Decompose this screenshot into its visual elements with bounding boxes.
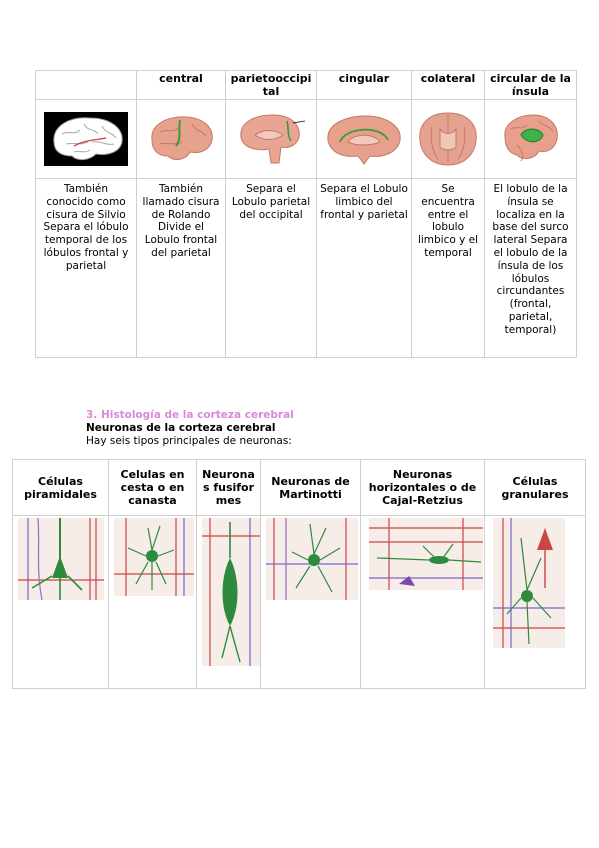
image-cell-lateral bbox=[35, 99, 137, 179]
brain-insula-image bbox=[503, 114, 558, 162]
header-piramidales: Células piramidales bbox=[12, 459, 109, 516]
description-colateral: Se encuentra entre el lobulo limbico y e… bbox=[411, 178, 485, 358]
granular-cell-image bbox=[493, 518, 565, 648]
fusiform-neuron-image bbox=[202, 518, 260, 666]
section-title: 3. Histología de la corteza cerebral bbox=[86, 409, 294, 421]
image-cell-cesta bbox=[108, 515, 197, 689]
header-blank bbox=[35, 70, 137, 100]
brain-medial-parietooccipital-image bbox=[240, 114, 306, 164]
header-central: central bbox=[136, 70, 226, 100]
description-cingular: Separa el Lobulo limbico del frontal y p… bbox=[316, 178, 412, 358]
neuron-image-row bbox=[12, 515, 586, 689]
image-cell-piramidal bbox=[12, 515, 109, 689]
header-circular-insula: circular de la ínsula bbox=[484, 70, 577, 100]
sulci-image-row bbox=[35, 99, 577, 179]
description-lateral: También conocido como cisura de Silvio S… bbox=[35, 178, 137, 358]
neuron-table: Células piramidales Celulas en cesta o e… bbox=[12, 459, 586, 689]
description-insula: El lobulo de la ínsula se localiza en la… bbox=[484, 178, 577, 358]
header-cajal-retzius: Neuronas horizontales o de Cajal-Retzius bbox=[360, 459, 485, 516]
image-cell-cajal-retzius bbox=[360, 515, 485, 689]
header-colateral: colateral bbox=[411, 70, 485, 100]
brain-drawing-lateral-image bbox=[44, 112, 128, 166]
header-martinotti: Neuronas de Martinotti bbox=[260, 459, 361, 516]
image-cell-insula bbox=[484, 99, 577, 179]
image-cell-central bbox=[136, 99, 226, 179]
basket-cell-image bbox=[114, 518, 194, 596]
header-fusiformes: Neuronas fusiformes bbox=[196, 459, 261, 516]
image-cell-colateral bbox=[411, 99, 485, 179]
neuron-header-row: Células piramidales Celulas en cesta o e… bbox=[12, 459, 586, 516]
image-cell-fusiforme bbox=[196, 515, 261, 689]
sulci-header-row: central parietooccipi tal cingular colat… bbox=[35, 70, 577, 100]
image-cell-cingular bbox=[316, 99, 412, 179]
image-cell-martinotti bbox=[260, 515, 361, 689]
sulci-table: central parietooccipi tal cingular colat… bbox=[35, 70, 577, 358]
brain-inferior-collateral-image bbox=[419, 112, 477, 166]
pyramidal-cell-image bbox=[18, 518, 104, 600]
brain-lateral-central-sulcus-image bbox=[151, 116, 213, 160]
description-parietooccipital: Separa el Lobulo parietal del occipital bbox=[225, 178, 317, 358]
sulci-description-row: También conocido como cisura de Silvio S… bbox=[35, 178, 577, 358]
header-cesta: Celulas en cesta o en canasta bbox=[108, 459, 197, 516]
section-intro: Hay seis tipos principales de neuronas: bbox=[86, 435, 292, 447]
header-cingular: cingular bbox=[316, 70, 412, 100]
cajal-retzius-neuron-image bbox=[369, 518, 483, 590]
martinotti-neuron-image bbox=[266, 518, 358, 600]
header-granulares: Células granulares bbox=[484, 459, 586, 516]
description-central: También llamado cisura de Rolando Divide… bbox=[136, 178, 226, 358]
brain-medial-cingulate-image bbox=[327, 115, 401, 165]
image-cell-parietooccipital bbox=[225, 99, 317, 179]
image-cell-granular bbox=[484, 515, 586, 689]
section-subtitle: Neuronas de la corteza cerebral bbox=[86, 422, 276, 434]
header-parietooccipital: parietooccipi tal bbox=[225, 70, 317, 100]
